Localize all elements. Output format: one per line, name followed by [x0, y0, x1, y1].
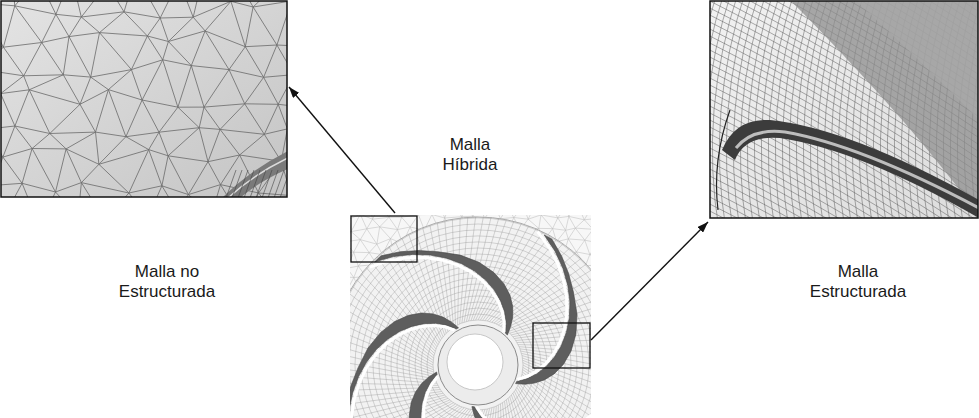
- inset-ground: [1, 1, 287, 197]
- quad-lines: [350, 217, 591, 418]
- blade-mesh: [226, 170, 287, 197]
- panel-label: Malla no Estructurada: [107, 262, 227, 302]
- blade-edge: [722, 120, 978, 218]
- impeller-mesh: [350, 215, 591, 418]
- triangle-edges: [1, 1, 287, 197]
- wall-line: [717, 110, 731, 210]
- mesh-panel: Malla Híbrida: [348, 130, 593, 418]
- inset-frame: [710, 1, 978, 218]
- mesh-panel: Malla no Estructurada: [0, 0, 287, 305]
- zoom-frame: [533, 323, 590, 368]
- zoom-frame: [351, 216, 417, 262]
- blade-gap: [518, 232, 567, 380]
- blade-surface: [855, 1, 978, 120]
- zoom-arrow: [289, 87, 395, 213]
- inset-frame: [1, 1, 287, 197]
- unstructured-mesh: [1, 1, 287, 197]
- blade-highlight: [736, 131, 978, 208]
- impeller-disc: [350, 217, 591, 418]
- panel-label: Malla Estructurada: [801, 262, 916, 302]
- quad-lines: [710, 1, 978, 218]
- mesh-panel: Malla Estructurada: [710, 0, 979, 305]
- panel-label: Malla Híbrida: [425, 135, 515, 175]
- blade-surface: [790, 1, 978, 215]
- hub-bore: [447, 334, 503, 390]
- blade-gap: [370, 258, 504, 332]
- structured-mesh: [710, 1, 978, 218]
- hub: [438, 325, 518, 405]
- blade-fragment: [222, 150, 287, 197]
- zoom-arrow: [591, 222, 708, 340]
